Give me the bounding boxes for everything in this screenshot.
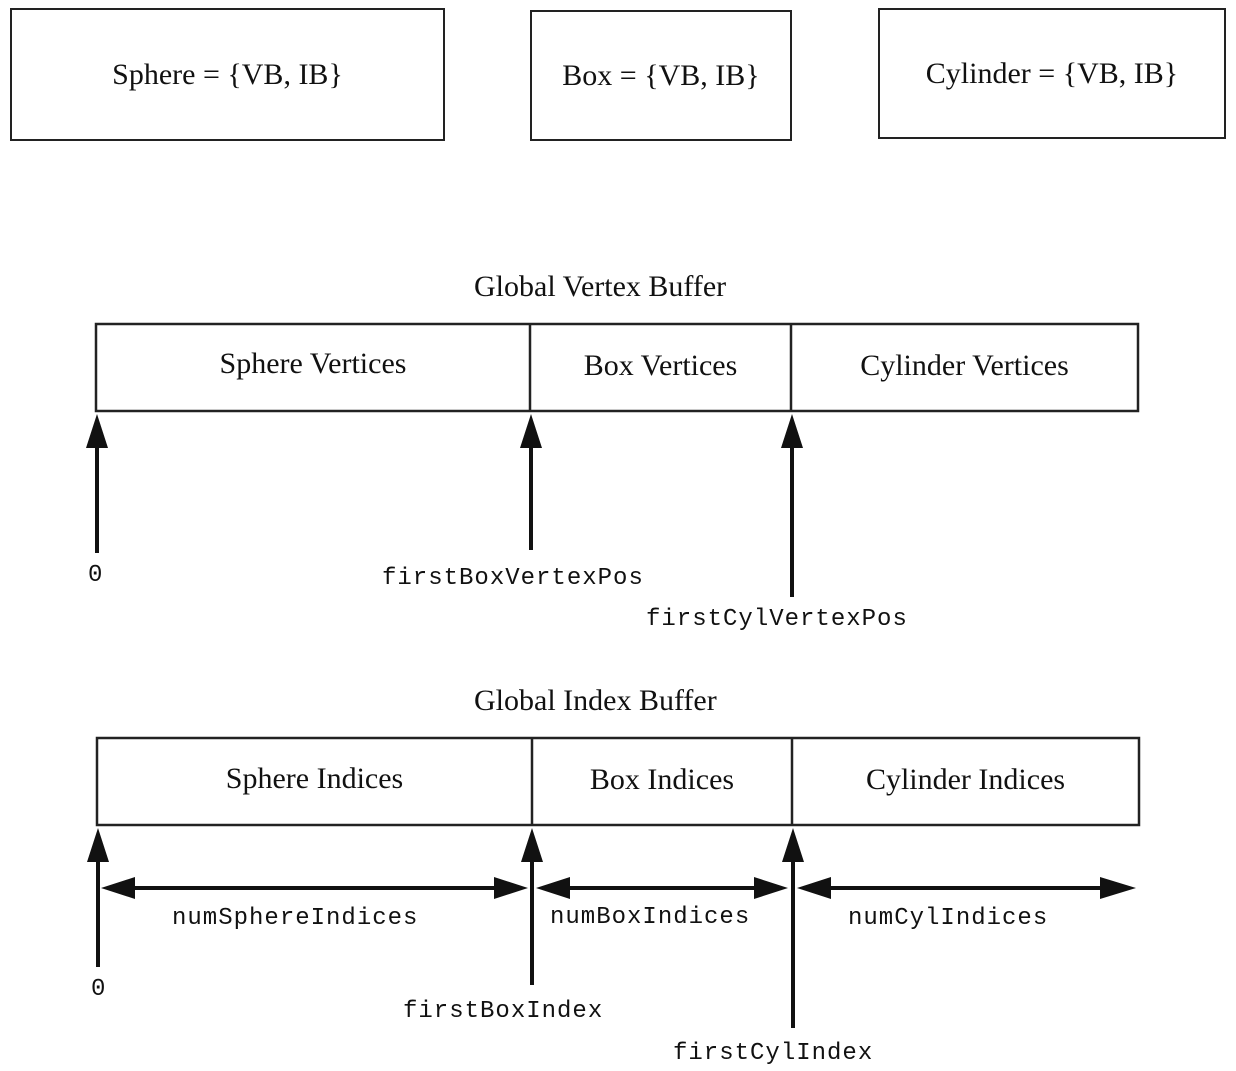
box-mesh-label: Box = {VB, IB}	[562, 58, 760, 92]
vertex-arrow-first-cyl-head	[781, 414, 803, 448]
index-segment-sphere: Sphere Indices	[97, 738, 532, 825]
range-cyl-left-head	[797, 877, 831, 899]
index-range-sphere: numSphereIndices	[172, 905, 419, 932]
vertex-marker-first-cyl: firstCylVertexPos	[646, 606, 908, 633]
range-sphere-left-head	[101, 877, 135, 899]
cylinder-mesh-box: Cylinder = {VB, IB}	[878, 8, 1226, 139]
index-arrow-zero-head	[87, 828, 109, 862]
sphere-mesh-box: Sphere = {VB, IB}	[10, 8, 445, 141]
range-sphere-right-head	[494, 877, 528, 899]
vertex-segment-box: Box Vertices	[530, 324, 791, 411]
vertex-marker-first-box: firstBoxVertexPos	[382, 565, 644, 592]
index-segment-sphere-label: Sphere Indices	[225, 761, 404, 795]
vertex-segment-cylinder-label: Cylinder Vertices	[860, 348, 1069, 382]
index-segment-cylinder-label: Cylinder Indices	[865, 762, 1066, 796]
index-arrow-first-box-head	[521, 828, 543, 862]
cylinder-mesh-label: Cylinder = {VB, IB}	[925, 56, 1179, 90]
range-box-right-head	[754, 877, 788, 899]
vertex-segment-sphere: Sphere Vertices	[96, 324, 530, 411]
vertex-segment-box-label: Box Vertices	[583, 348, 738, 382]
index-arrow-first-cyl-head	[782, 828, 804, 862]
index-marker-first-box: firstBoxIndex	[403, 998, 604, 1025]
index-segment-cylinder: Cylinder Indices	[792, 738, 1139, 825]
range-cyl-right-head	[1100, 877, 1136, 899]
vertex-marker-zero: 0	[88, 562, 104, 589]
vertex-segment-cylinder: Cylinder Vertices	[791, 324, 1138, 411]
vertex-buffer-frame	[94, 322, 1140, 413]
index-range-cylinder: numCylIndices	[848, 905, 1049, 932]
index-buffer-frame	[95, 736, 1141, 827]
index-marker-first-cyl: firstCylIndex	[673, 1040, 874, 1067]
vertex-arrow-first-box-head	[520, 414, 542, 448]
vertex-segment-sphere-label: Sphere Vertices	[219, 346, 407, 380]
vertex-buffer-title: Global Vertex Buffer	[474, 270, 727, 303]
range-box-left-head	[536, 877, 570, 899]
sphere-mesh-label: Sphere = {VB, IB}	[112, 57, 343, 91]
index-marker-zero: 0	[91, 976, 107, 1003]
vertex-arrow-zero-head	[86, 414, 108, 448]
index-buffer-title: Global Index Buffer	[474, 684, 717, 717]
index-segment-box: Box Indices	[532, 738, 792, 825]
index-segment-box-label: Box Indices	[589, 762, 735, 796]
box-mesh-box: Box = {VB, IB}	[530, 10, 792, 141]
index-range-box: numBoxIndices	[550, 904, 751, 931]
